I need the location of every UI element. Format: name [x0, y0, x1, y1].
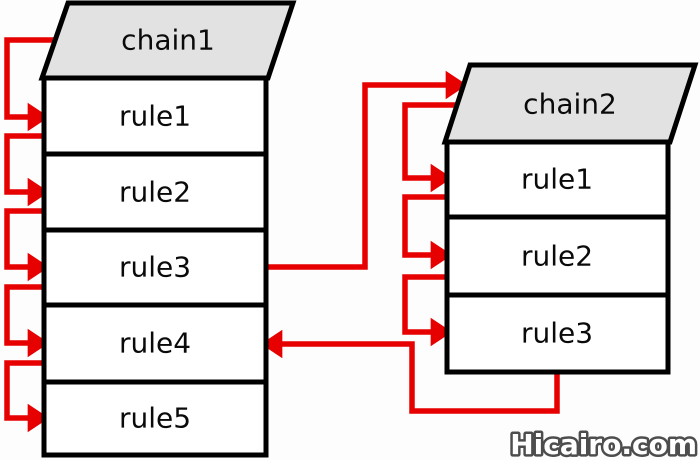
edge-chain1-rule1-to-rule2 — [4, 133, 50, 207]
edge-chain1-rule3-to-rule4 — [4, 284, 50, 358]
chain1-rule3-box — [41, 227, 269, 308]
chain1-rule1-box — [41, 75, 269, 157]
chain1-rule5-box — [41, 379, 269, 458]
chain1-rule4-box — [41, 302, 269, 385]
chain2-rule2-label: rule2 — [521, 240, 593, 273]
chain2-group: chain2 rule1 rule2 rule3 — [441, 62, 699, 375]
chain1-group: chain1 rule1 rule2 rule3 rule4 rule5 — [38, 0, 297, 458]
edge-chain2-header-to-rule1 — [402, 102, 462, 193]
chain2-rule2-box — [444, 214, 671, 298]
edge-chain1-rule4-to-rule5 — [4, 360, 50, 433]
chain1-rule5-label: rule5 — [119, 402, 191, 435]
chain1-rule3-label: rule3 — [119, 251, 191, 284]
watermark-text: Hicairo.com — [510, 428, 697, 460]
flow-connectors — [4, 37, 560, 433]
chain1-rule2-label: rule2 — [119, 176, 191, 209]
chain1-rule1-label: rule1 — [119, 100, 191, 133]
chain1-header-label: chain1 — [121, 24, 215, 57]
edge-chain2-rule1-to-rule2 — [402, 194, 455, 270]
chain2-rule3-label: rule3 — [521, 317, 593, 350]
edge-jump-rule3-to-chain2 — [260, 70, 468, 270]
chain2-rule3-box — [444, 292, 671, 375]
chain2-header-label: chain2 — [523, 88, 617, 121]
edge-chain1-rule2-to-rule3 — [4, 208, 50, 282]
edge-return-chain2-to-rule4 — [260, 329, 560, 414]
chain1-rule4-label: rule4 — [119, 327, 191, 360]
chain2-rule1-box — [444, 139, 671, 220]
chain2-rule1-label: rule1 — [521, 163, 593, 196]
edge-chain1-header-to-rule1 — [4, 37, 57, 132]
edge-chain2-rule2-to-rule3 — [402, 274, 455, 347]
